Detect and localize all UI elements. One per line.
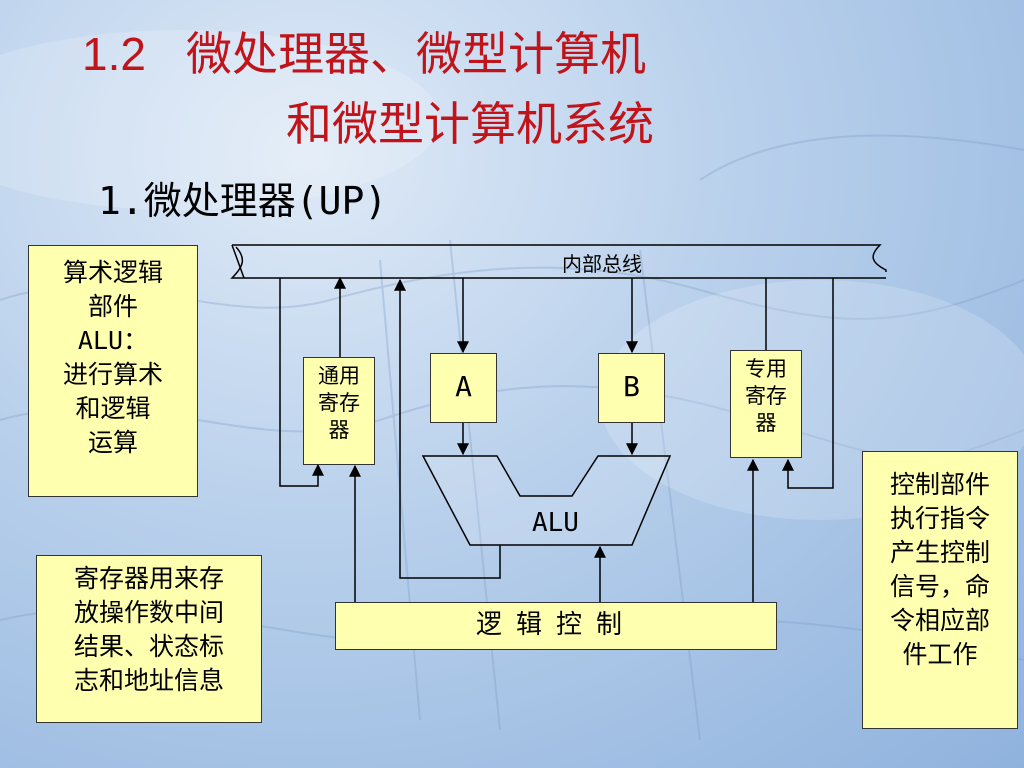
control-note-line: 控制部件 xyxy=(889,470,990,499)
register-note: 寄存器用来存 放操作数中间 结果、状态标 志和地址信息 xyxy=(36,555,262,723)
alu-note-line: 运算 xyxy=(87,428,138,457)
alu-note-line: ALU： xyxy=(77,326,149,355)
control-note-line: 件工作 xyxy=(902,640,978,669)
control-note-line: 信号，命 xyxy=(889,572,990,601)
internal-bus xyxy=(230,244,887,279)
bus-to-general-register xyxy=(279,278,324,487)
latch-a: A xyxy=(430,353,497,423)
special-register: 专用 寄存 器 xyxy=(730,350,802,458)
internal-bus-label: 内部总线 xyxy=(562,252,642,276)
section-subtitle: 1.微处理器(UP) xyxy=(98,179,388,223)
alu-output-to-bus xyxy=(394,278,501,579)
register-note-line: 结果、状态标 xyxy=(73,632,224,661)
section-number: 1.2 xyxy=(82,28,146,80)
control-note: 控制部件 执行指令 产生控制 信号，命 令相应部 件工作 xyxy=(862,451,1018,729)
page-title-line-2: 和微型计算机系统 xyxy=(286,97,654,151)
page-title-line-1: 1.2 微处理器、微型计算机 xyxy=(82,18,646,84)
general-register: 通用 寄存 器 xyxy=(303,357,375,465)
alu-note-line: 算术逻辑 xyxy=(62,258,163,287)
latch-b: B xyxy=(598,353,665,423)
alu-note-line: 和逻辑 xyxy=(75,394,151,423)
special-register-label-3: 器 xyxy=(755,411,777,435)
register-note-line: 志和地址信息 xyxy=(73,666,224,695)
control-note-line: 执行指令 xyxy=(889,504,990,533)
alu-note-line: 进行算术 xyxy=(62,360,163,389)
register-note-line: 寄存器用来存 xyxy=(73,564,224,593)
general-register-label-2: 寄存 xyxy=(318,391,360,415)
alu-note-line: 部件 xyxy=(87,292,138,321)
title-text-1: 微处理器、微型计算机 xyxy=(185,27,646,81)
special-register-label-1: 专用 xyxy=(745,357,787,381)
alu-note: 算术逻辑 部件 ALU： 进行算术 和逻辑 运算 xyxy=(28,245,198,497)
bus-to-special-register xyxy=(782,278,834,489)
register-note-line: 放操作数中间 xyxy=(73,598,224,627)
logic-control-unit: 逻辑控制 xyxy=(335,602,777,650)
general-register-label-3: 器 xyxy=(328,418,350,442)
general-register-label-1: 通用 xyxy=(318,364,360,388)
control-note-line: 令相应部 xyxy=(889,606,990,635)
alu-label: ALU xyxy=(532,508,579,538)
control-note-line: 产生控制 xyxy=(889,538,990,567)
special-register-label-2: 寄存 xyxy=(745,384,787,408)
alu-shape xyxy=(421,455,672,546)
